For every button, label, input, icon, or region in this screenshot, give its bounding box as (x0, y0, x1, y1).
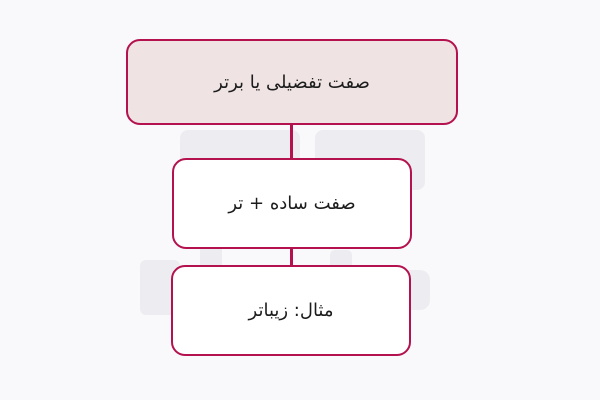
node-label: صفت ساده + تر (228, 193, 356, 214)
node-comparative-adjective: صفت تفضیلی یا برتر (126, 39, 458, 125)
node-rule: صفت ساده + تر (172, 158, 412, 249)
connector-mid-bottom (290, 249, 293, 265)
node-label: مثال: زیباتر (248, 300, 334, 321)
connector-top-mid (290, 125, 293, 158)
node-label: صفت تفضیلی یا برتر (214, 71, 370, 93)
node-example: مثال: زیباتر (171, 265, 411, 356)
